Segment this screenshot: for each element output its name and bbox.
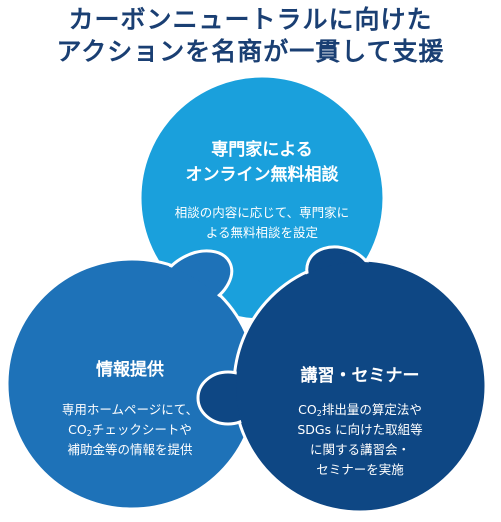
information-description-line-3: 補助金等の情報を提供: [67, 442, 193, 457]
puzzle-piece-seminar: [196, 245, 488, 514]
consultation-description: 相談の内容に応じて、専門家に よる無料相談を設定: [142, 203, 382, 243]
information-description-line-1: 専用ホームページにて、: [61, 402, 199, 417]
seminar-description: CO2排出量の算定法や SDGs に向けた取組等 に関する講習会・ セミナーを実…: [265, 400, 455, 480]
information-description: 専用ホームページにて、 CO2チェックシートや 補助金等の情報を提供: [25, 400, 235, 460]
seminar-description-line-4: セミナーを実施: [316, 462, 404, 477]
seminar-description-line-2: SDGs に向けた取組等: [297, 422, 423, 437]
title-line-2: アクションを名商が一貫して支援: [56, 37, 445, 66]
consultation-description-line-1: 相談の内容に応じて、専門家に: [174, 205, 350, 220]
information-heading: 情報提供: [96, 360, 164, 380]
seminar-heading: 講習・セミナー: [300, 366, 420, 386]
information-description-line-2: CO2チェックシートや: [68, 422, 192, 438]
title-line-1: カーボンニュートラルに向けた: [68, 5, 433, 34]
consultation-heading-line-1: 専門家による: [211, 140, 313, 160]
consultation-heading: 専門家による オンライン無料相談: [162, 138, 362, 188]
consultation-heading-line-2: オンライン無料相談: [185, 165, 339, 185]
seminar-description-line-1: CO2排出量の算定法や: [298, 402, 422, 418]
seminar-description-line-3: に関する講習会・: [309, 442, 410, 457]
consultation-description-line-2: よる無料相談を設定: [205, 225, 319, 240]
